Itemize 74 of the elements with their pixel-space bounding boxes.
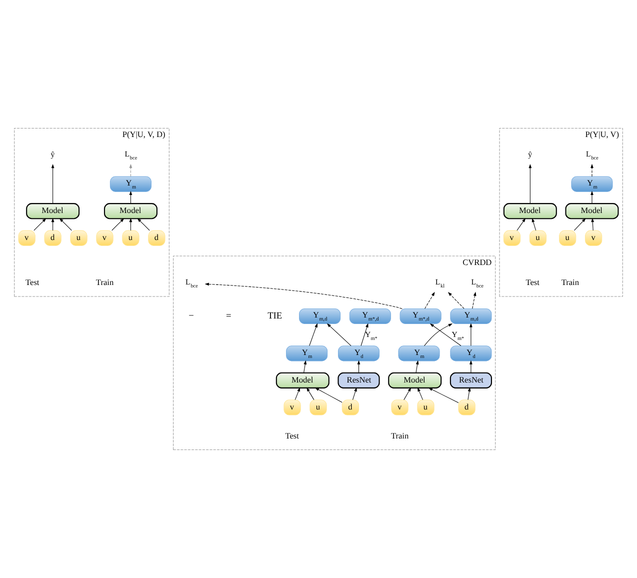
label: Train [561,278,580,287]
node-text: L$_{kl}$ [435,277,445,290]
arrow [137,218,150,231]
arrow [306,387,314,400]
node-box: Model [388,372,442,388]
arrow [424,292,435,309]
arrow [448,292,464,309]
arrow [591,218,594,231]
node-box: Y$_{m}$ [571,176,613,192]
node-box: Y$_{m}$ [110,176,152,192]
node-box: ResNet [338,372,380,388]
arrow [360,323,368,346]
arrow [51,164,54,204]
arrow [516,218,526,231]
arrow [430,323,462,346]
arrow [129,190,132,204]
node-text: L$_{bce}$ [586,150,598,162]
node-box: Y$_{d}$ [338,346,380,362]
arrow [428,388,459,403]
label: = [226,312,232,322]
arrow [357,360,360,374]
arrow [129,164,132,177]
node-box: Y$_{m}$ [286,346,328,362]
node-box: Y$_{m,d}$ [450,308,492,324]
node-box: Model [26,203,80,220]
arrow [424,324,453,346]
arrow [472,292,476,309]
node-box: Model [565,203,619,220]
arrow [112,218,124,231]
node-text: L$_{bce}$ [186,277,198,290]
arrow [59,218,72,231]
arrow [416,360,419,374]
node-box: Model [104,203,158,220]
label: Test [526,278,540,287]
arrow [34,218,46,231]
arrow [528,164,532,204]
node-text: L$_{bce}$ [124,150,138,162]
edge-label: Y$_{m*}$ [364,330,378,342]
label: TIE [268,312,282,322]
arrow [326,323,352,346]
label: − [188,312,194,322]
arrow [470,360,472,374]
arrow [590,164,594,177]
arrow [418,387,424,400]
arrow [468,387,471,400]
node-box: Model [276,372,330,388]
node-box: ResNet [450,372,492,388]
node-text: ŷ [528,150,532,160]
label: Test [285,431,299,440]
node-box: Y$_{d}$ [450,346,492,362]
arrow [404,387,412,400]
arrow [314,388,342,403]
arrow [294,387,300,400]
arrow [51,218,54,231]
arrow [309,323,318,346]
arrow [590,190,594,204]
arrow [532,218,536,231]
node-box: Y$_{m*,d}$ [349,308,391,324]
node-box: Y$_{m}$ [398,346,440,362]
label: Train [390,431,409,440]
label: Train [96,278,114,287]
node-text: L$_{bce}$ [471,277,484,290]
label: Test [26,278,40,287]
node-box: Y$_{m,d}$ [299,308,341,324]
arrow [304,360,307,374]
arrow [352,387,357,400]
arrow [204,282,402,309]
arrow [470,323,472,346]
edge-label: Y$_{m*}$ [452,330,464,342]
arrow [574,218,586,231]
node-text: ŷ [50,150,55,160]
node-box: Model [503,203,557,220]
node-box: Y$_{m*,d}$ [400,308,442,324]
arrow [129,218,132,231]
